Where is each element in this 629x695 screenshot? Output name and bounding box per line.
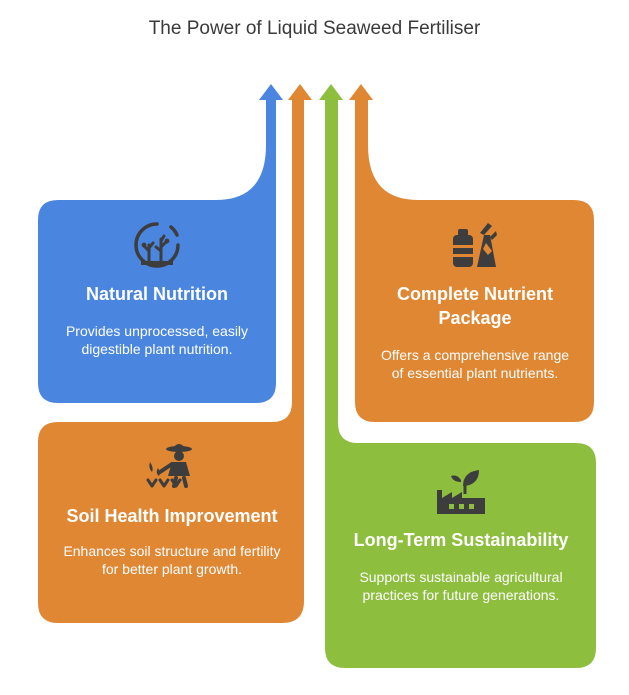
arrow-up-icon <box>288 84 312 100</box>
farmer-planting-icon <box>146 444 192 488</box>
arrow-up-icon <box>319 84 343 100</box>
card-heading: Complete Nutrient Package <box>396 284 553 328</box>
card-soil-health-improvement: Soil Health Improvement Enhances soil st… <box>58 504 286 578</box>
card-description: Supports sustainable agricultural practi… <box>359 569 563 603</box>
seaweed-circle-icon <box>134 222 180 268</box>
card-description: Offers a comprehensive range of essentia… <box>380 347 570 381</box>
nutrient-package-shape <box>349 84 594 422</box>
soil-health-shape <box>38 84 312 623</box>
natural-nutrition-shape <box>38 84 283 403</box>
arrow-up-icon <box>349 84 373 100</box>
card-natural-nutrition: Natural Nutrition Provides unprocessed, … <box>58 282 256 358</box>
fertilizer-bag-icon <box>453 223 497 267</box>
sustainability-shape <box>319 84 596 668</box>
eco-factory-icon <box>437 470 485 514</box>
card-long-term-sustainability: Long-Term Sustainability Supports sustai… <box>346 528 576 604</box>
card-heading: Long-Term Sustainability <box>353 530 569 550</box>
card-description: Enhances soil structure and fertility fo… <box>63 543 281 577</box>
card-heading: Natural Nutrition <box>86 284 228 304</box>
card-description: Provides unprocessed, easily digestible … <box>65 323 249 357</box>
arrow-up-icon <box>259 84 283 100</box>
page-title: The Power of Liquid Seaweed Fertiliser <box>148 18 481 39</box>
card-heading: Soil Health Improvement <box>66 506 278 526</box>
card-complete-nutrient-package: Complete Nutrient Package Offers a compr… <box>376 282 574 382</box>
